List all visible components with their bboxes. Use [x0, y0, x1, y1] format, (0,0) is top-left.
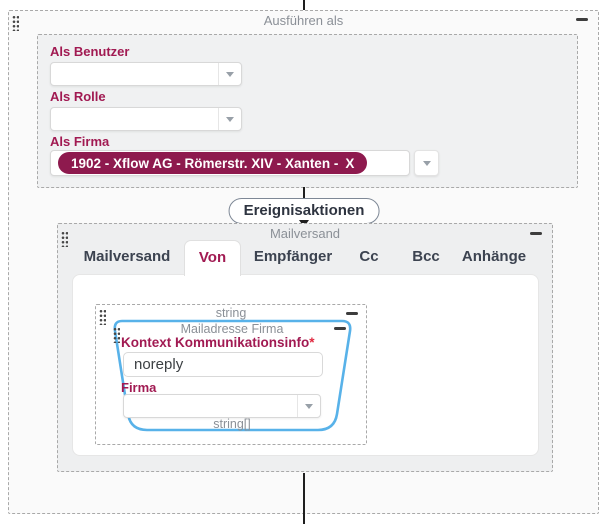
tab-cc[interactable]: Cc	[359, 248, 379, 265]
required-marker: *	[309, 335, 315, 350]
tab-anhaenge[interactable]: Anhänge	[461, 248, 527, 265]
als-rolle-dropdown-button[interactable]	[218, 108, 241, 130]
array-type-label: string[]	[213, 417, 251, 431]
als-rolle-combobox[interactable]	[50, 107, 242, 131]
execute-as-title: Ausführen als	[263, 13, 344, 28]
mailversand-collapse-icon[interactable]	[530, 232, 542, 235]
von-tab-panel: string Mailadresse Firma Kontext Kommuni…	[72, 274, 539, 456]
execute-as-params-box: Als Benutzer Als Rolle Als Firma 1902 - …	[37, 34, 578, 188]
kontext-kommunikationsinfo-label: Kontext Kommunikationsinfo*	[121, 335, 315, 350]
string-group-collapse-icon[interactable]	[346, 312, 358, 315]
als-firma-multiselect[interactable]: 1902 - Xflow AG - Römerstr. XIV - Xanten…	[50, 150, 410, 176]
kontext-kommunikationsinfo-input[interactable]	[123, 352, 323, 377]
firma-label: Firma	[121, 380, 157, 395]
tab-empfaenger[interactable]: Empfänger	[253, 248, 333, 265]
selected-company-chip-label: 1902 - Xflow AG - Römerstr. XIV - Xanten…	[71, 155, 339, 171]
als-rolle-label: Als Rolle	[50, 89, 106, 104]
tab-von[interactable]: Von	[184, 240, 241, 276]
als-firma-dropdown-button[interactable]	[414, 150, 439, 176]
execute-as-drag-handle-icon[interactable]	[12, 14, 19, 31]
chevron-down-icon	[226, 71, 234, 77]
mailversand-title: Mailversand	[269, 226, 341, 241]
event-actions-node[interactable]: Ereignisaktionen	[228, 198, 380, 224]
selected-company-chip[interactable]: 1902 - Xflow AG - Römerstr. XIV - Xanten…	[58, 152, 368, 174]
string-group-drag-handle-icon[interactable]	[99, 308, 106, 325]
als-benutzer-combobox[interactable]	[50, 62, 242, 86]
mailversand-drag-handle-icon[interactable]	[61, 230, 68, 247]
chevron-down-icon	[422, 160, 431, 166]
chip-remove-icon[interactable]: X	[345, 155, 355, 171]
tab-bcc[interactable]: Bcc	[412, 248, 440, 265]
chevron-down-icon	[305, 403, 313, 409]
mailadresse-firma-drag-handle-icon[interactable]	[113, 326, 120, 343]
mailadresse-firma-collapse-icon[interactable]	[334, 327, 346, 330]
als-benutzer-dropdown-button[interactable]	[218, 63, 241, 85]
als-benutzer-label: Als Benutzer	[50, 44, 130, 59]
mailadresse-firma-node: Mailadresse Firma Kontext Kommunikations…	[101, 318, 363, 436]
string-group-container: string Mailadresse Firma Kontext Kommuni…	[95, 304, 367, 445]
firma-dropdown-button[interactable]	[297, 395, 320, 417]
tab-mailversand[interactable]: Mailversand	[83, 248, 171, 265]
chevron-down-icon	[226, 116, 234, 122]
mailadresse-firma-title: Mailadresse Firma	[180, 322, 284, 336]
params-to-actions-connector-line	[303, 187, 305, 199]
outgoing-connector-line	[303, 473, 305, 524]
firma-combobox[interactable]	[123, 394, 321, 418]
als-firma-label: Als Firma	[50, 134, 110, 149]
mailversand-container: Mailversand Mailversand Von Empfänger Cc…	[57, 223, 553, 472]
execute-as-collapse-icon[interactable]	[576, 18, 588, 21]
